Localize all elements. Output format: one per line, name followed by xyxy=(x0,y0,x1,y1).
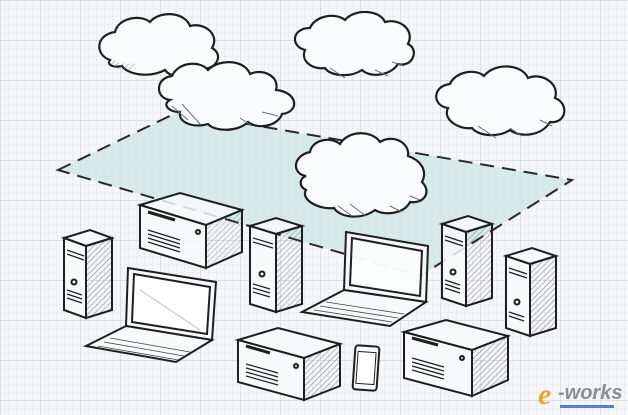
desktop-server-box-icon xyxy=(136,191,246,270)
watermark-underline xyxy=(560,405,614,408)
e-works-watermark-logo: e -works xyxy=(538,378,628,412)
tower-server-icon xyxy=(438,214,496,308)
tower-server-icon xyxy=(60,228,116,320)
laptop-icon xyxy=(82,266,218,364)
watermark-e-glyph: e xyxy=(538,378,552,411)
watermark-text: -works xyxy=(558,382,623,404)
cloud-icon xyxy=(157,61,296,131)
laptop-icon xyxy=(298,230,430,328)
smartphone-icon xyxy=(351,344,381,392)
tower-server-icon xyxy=(502,246,560,338)
cloud-icon xyxy=(435,65,566,139)
tower-server-icon xyxy=(246,216,306,314)
cloud-icon xyxy=(294,132,428,218)
desktop-server-box-icon xyxy=(400,318,512,398)
cloud-icon xyxy=(98,13,219,78)
cloud-icon xyxy=(294,10,415,79)
desktop-server-box-icon xyxy=(234,326,344,402)
